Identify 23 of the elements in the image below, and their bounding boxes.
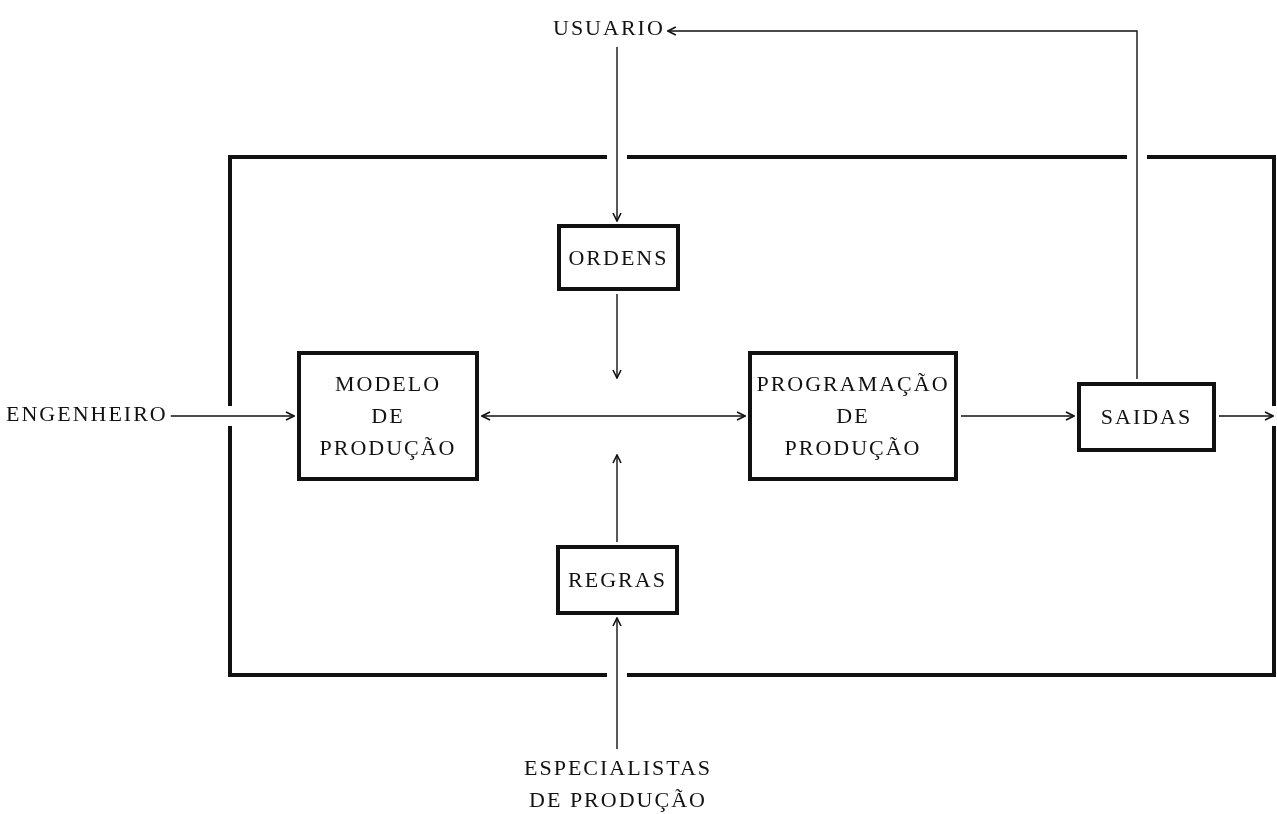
box-label: ORDENS xyxy=(568,243,669,272)
arrow xyxy=(481,411,746,421)
arrow xyxy=(612,617,622,750)
arrow xyxy=(667,26,1138,380)
box-label: SAIDAS xyxy=(1100,403,1193,432)
actor-label: ENGENHEIRO xyxy=(6,400,168,428)
process-box xyxy=(1077,382,1216,452)
system-frame xyxy=(228,155,1276,677)
box-label: REGRAS xyxy=(568,566,667,595)
arrow xyxy=(960,411,1075,421)
arrow xyxy=(612,46,622,222)
box-label: MODELO DE PRODUÇÃO xyxy=(319,370,457,462)
arrow xyxy=(612,454,622,543)
arrow xyxy=(1218,411,1274,421)
arrow xyxy=(612,293,622,379)
process-box xyxy=(297,351,479,481)
actor-label: USUARIO xyxy=(553,14,665,42)
process-box xyxy=(557,224,680,291)
actor-label: ESPECIALISTAS DE PRODUÇÃO xyxy=(522,754,713,814)
process-box xyxy=(748,351,958,481)
arrow xyxy=(170,411,295,421)
process-box xyxy=(556,545,679,615)
box-label: PROGRAMAÇÃO DE PRODUÇÃO xyxy=(756,370,950,462)
